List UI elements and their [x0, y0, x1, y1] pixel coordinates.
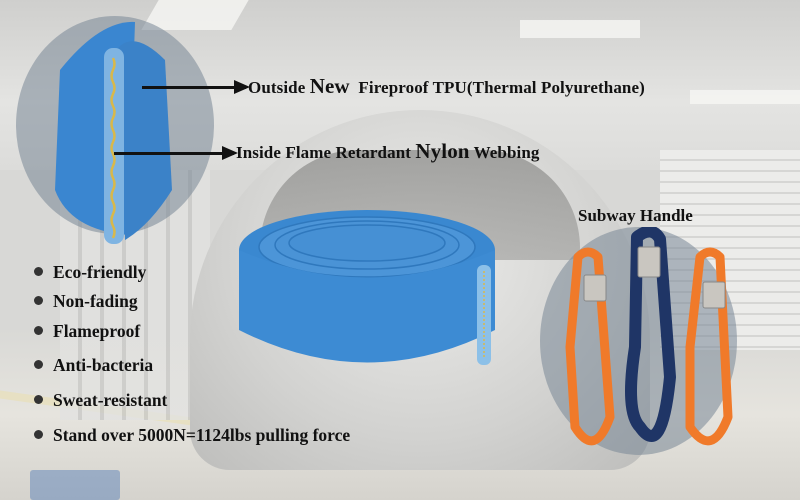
subway-handle-title: Subway Handle: [578, 206, 693, 225]
feature-item: Sweat-resistant: [34, 390, 167, 411]
outside-arrow: [142, 80, 250, 94]
feature-item: Non-fading: [34, 291, 138, 312]
inside-arrow: [114, 146, 238, 160]
outside-layer-callout: Outside New Fireproof TPU(Thermal Polyur…: [248, 74, 645, 99]
floor-sign: [30, 470, 120, 500]
callout-suffix: Fireproof TPU(Thermal Polyurethane): [358, 78, 645, 97]
orange-handle-strap: [685, 247, 733, 446]
handle-buckle: [583, 274, 607, 302]
feature-item: Stand over 5000N=1124lbs pulling force: [34, 425, 350, 446]
subway-handles-image: [565, 227, 733, 446]
roll-inner: [288, 224, 446, 262]
feature-text: Non-fading: [53, 291, 138, 311]
tpu-webbing-roll-image: [239, 210, 495, 365]
bullet-icon: [34, 395, 43, 405]
ceiling-light: [690, 90, 800, 104]
handle-buckle: [702, 281, 726, 309]
bullet-icon: [34, 430, 43, 440]
bullet-icon: [34, 296, 43, 306]
tpu-fold-front: [118, 41, 172, 240]
callout-emphasis: New: [309, 74, 350, 98]
navy-handle-strap: [625, 227, 676, 442]
ceiling-light: [520, 20, 640, 38]
webbing-cross-section-image: [55, 21, 172, 244]
callout-suffix: Webbing: [473, 143, 540, 162]
feature-item: Anti-bacteria: [34, 355, 153, 376]
bullet-icon: [34, 267, 43, 277]
bullet-icon: [34, 326, 43, 336]
callout-emphasis: Nylon: [415, 139, 470, 163]
feature-text: Sweat-resistant: [53, 390, 168, 410]
feature-text: Flameproof: [53, 321, 141, 341]
orange-handle-strap: [565, 247, 615, 446]
nylon-webbing-core: [110, 57, 116, 239]
callout-prefix: Outside: [248, 78, 306, 97]
handle-buckle: [637, 246, 661, 278]
bullet-icon: [34, 360, 43, 370]
roll-outer-band: [239, 250, 495, 363]
feature-item: Eco-friendly: [34, 262, 146, 283]
feature-item: Flameproof: [34, 321, 140, 342]
tpu-edge: [104, 48, 124, 244]
feature-text: Anti-bacteria: [53, 355, 154, 375]
callout-prefix: Inside Flame Retardant: [236, 143, 412, 162]
feature-text: Stand over 5000N=1124lbs pulling force: [53, 425, 351, 445]
feature-text: Eco-friendly: [53, 262, 147, 282]
inside-layer-callout: Inside Flame Retardant Nylon Webbing: [236, 139, 540, 164]
